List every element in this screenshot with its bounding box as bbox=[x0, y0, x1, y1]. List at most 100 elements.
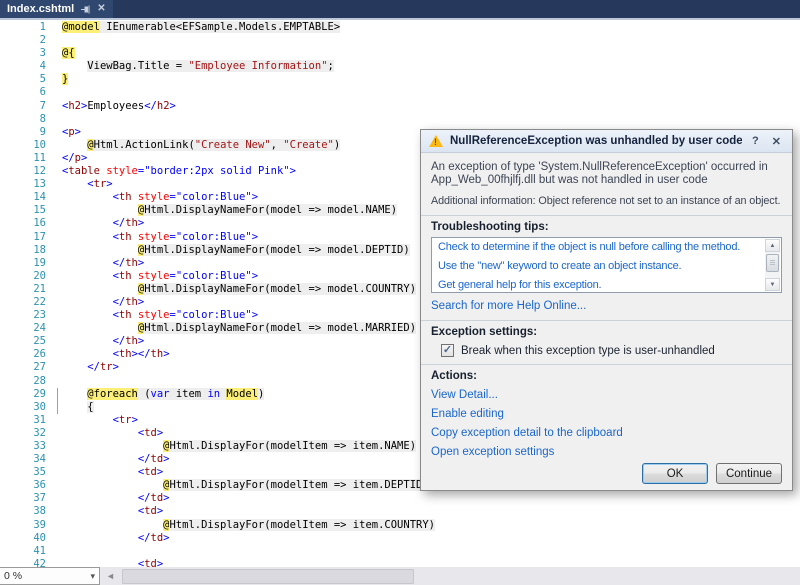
code-line: 33 @Html.DisplayFor(modelItem => item.NA… bbox=[0, 440, 800, 453]
help-icon[interactable]: ? bbox=[752, 135, 759, 147]
code-line: 30 { bbox=[0, 400, 800, 414]
line-number: 38 bbox=[33, 505, 46, 518]
code-lines: 1@model IEnumerable<EFSample.Models.EMPT… bbox=[0, 20, 800, 567]
line-number: 7 bbox=[39, 99, 46, 112]
exception-dialog: NullReferenceException was unhandled by … bbox=[420, 129, 793, 491]
line-number: 36 bbox=[33, 479, 46, 492]
code-line: 3@{ bbox=[0, 47, 800, 60]
code-line: 10 @Html.ActionLink("Create New", "Creat… bbox=[0, 138, 800, 152]
line-number: 42 bbox=[33, 557, 46, 567]
code-line: 23 <th style="color:Blue"> bbox=[0, 309, 800, 322]
line-number: 13 bbox=[33, 178, 46, 191]
code-line: 16 </th> bbox=[0, 217, 800, 230]
line-number: 31 bbox=[33, 413, 46, 426]
code-line: 35 <td> bbox=[0, 466, 800, 479]
dialog-title: NullReferenceException was unhandled by … bbox=[450, 135, 743, 147]
code-line: 4 ViewBag.Title = "Employee Information"… bbox=[0, 60, 800, 73]
line-number: 3 bbox=[39, 47, 46, 60]
divider bbox=[421, 215, 792, 216]
line-number: 17 bbox=[33, 230, 46, 243]
chevron-down-icon: ▾ bbox=[90, 570, 95, 581]
line-number: 32 bbox=[33, 426, 46, 439]
line-number: 14 bbox=[33, 191, 46, 204]
horizontal-scrollbar[interactable]: ◄ bbox=[100, 567, 800, 585]
code-line: 7<h2>Employees</h2> bbox=[0, 100, 800, 113]
line-number: 28 bbox=[33, 374, 46, 387]
code-line: 34 </td> bbox=[0, 453, 800, 466]
line-number: 25 bbox=[33, 335, 46, 348]
troubleshooting-tips-label: Troubleshooting tips: bbox=[431, 221, 549, 233]
code-line: 19 </th> bbox=[0, 257, 800, 270]
line-number: 24 bbox=[33, 322, 46, 335]
line-number: 23 bbox=[33, 309, 46, 322]
exception-settings-label: Exception settings: bbox=[431, 326, 538, 338]
code-line: 2 bbox=[0, 34, 800, 47]
tips-scrollbar-thumb[interactable] bbox=[766, 254, 779, 272]
break-checkbox-row[interactable]: ✓ Break when this exception type is user… bbox=[441, 344, 782, 357]
tab-title: Index.cshtml bbox=[7, 3, 75, 15]
code-line: 21 @Html.DisplayNameFor(model => model.C… bbox=[0, 282, 800, 296]
pin-icon[interactable] bbox=[80, 4, 91, 15]
code-line: 40 </td> bbox=[0, 532, 800, 545]
code-line: 11</p> bbox=[0, 152, 800, 165]
line-number: 30 bbox=[33, 400, 46, 413]
checkbox-label: Break when this exception type is user-u… bbox=[461, 344, 715, 357]
close-tab-icon[interactable]: ✕ bbox=[97, 3, 106, 14]
dialog-body: An exception of type 'System.NullReferen… bbox=[421, 153, 792, 492]
code-line: 9<p> bbox=[0, 126, 800, 139]
action-link[interactable]: Open exception settings bbox=[431, 446, 555, 458]
code-line: 28 bbox=[0, 375, 800, 388]
code-block-guide bbox=[57, 388, 58, 414]
line-number: 8 bbox=[39, 112, 46, 125]
zoom-level-combo[interactable]: 0 % ▾ bbox=[0, 567, 100, 585]
troubleshooting-tip-link[interactable]: Check to determine if the object is null… bbox=[438, 241, 741, 253]
ok-button[interactable]: OK bbox=[642, 463, 708, 484]
code-line: 25 </th> bbox=[0, 335, 800, 348]
action-link[interactable]: View Detail... bbox=[431, 389, 498, 401]
scroll-down-icon[interactable]: ▼ bbox=[765, 278, 780, 291]
code-line: 37 </td> bbox=[0, 492, 800, 505]
action-link[interactable]: Copy exception detail to the clipboard bbox=[431, 427, 623, 439]
checkbox-checked-icon[interactable]: ✓ bbox=[441, 344, 454, 357]
tab-strip: Index.cshtml ✕ bbox=[0, 0, 800, 20]
line-number: 9 bbox=[39, 125, 46, 138]
line-number: 15 bbox=[33, 204, 46, 217]
action-link[interactable]: Enable editing bbox=[431, 408, 504, 420]
document-tab[interactable]: Index.cshtml ✕ bbox=[0, 0, 113, 18]
troubleshooting-tip-link[interactable]: Get general help for this exception. bbox=[438, 279, 602, 291]
line-number: 6 bbox=[39, 86, 46, 99]
scroll-left-icon[interactable]: ◄ bbox=[106, 571, 115, 581]
search-help-link[interactable]: Search for more Help Online... bbox=[431, 300, 587, 312]
line-number: 21 bbox=[33, 282, 46, 295]
code-line: 1@model IEnumerable<EFSample.Models.EMPT… bbox=[0, 21, 800, 34]
close-dialog-icon[interactable]: ✕ bbox=[771, 135, 781, 148]
zoom-value: 0 % bbox=[4, 570, 23, 582]
line-number: 1 bbox=[39, 21, 46, 33]
line-number: 22 bbox=[33, 295, 46, 308]
code-line: 12<table style="border:2px solid Pink"> bbox=[0, 165, 800, 178]
dialog-title-bar[interactable]: NullReferenceException was unhandled by … bbox=[421, 130, 792, 153]
line-number: 16 bbox=[33, 217, 46, 230]
divider bbox=[421, 320, 792, 321]
troubleshooting-tips-list[interactable]: Check to determine if the object is null… bbox=[431, 237, 782, 293]
troubleshooting-tip-link[interactable]: Use the "new" keyword to create an objec… bbox=[438, 260, 682, 272]
line-number: 39 bbox=[33, 518, 46, 531]
divider bbox=[421, 364, 792, 365]
continue-button[interactable]: Continue bbox=[716, 463, 782, 484]
line-number: 19 bbox=[33, 256, 46, 269]
code-line: 29 @foreach (var item in Model) bbox=[0, 387, 800, 401]
code-line: 26 <th></th> bbox=[0, 348, 800, 361]
code-line: 39 @Html.DisplayFor(modelItem => item.CO… bbox=[0, 518, 800, 532]
scroll-up-icon[interactable]: ▲ bbox=[765, 239, 780, 252]
code-line: 38 <td> bbox=[0, 505, 800, 518]
line-number: 27 bbox=[33, 361, 46, 374]
code-line: 14 <th style="color:Blue"> bbox=[0, 191, 800, 204]
line-number: 2 bbox=[39, 34, 46, 47]
horizontal-scrollbar-thumb[interactable] bbox=[122, 569, 414, 584]
line-number: 11 bbox=[33, 151, 46, 164]
code-line: 22 </th> bbox=[0, 296, 800, 309]
code-line: 41 bbox=[0, 545, 800, 558]
line-number: 26 bbox=[33, 348, 46, 361]
tips-scrollbar[interactable]: ▲ ▼ bbox=[765, 239, 780, 291]
